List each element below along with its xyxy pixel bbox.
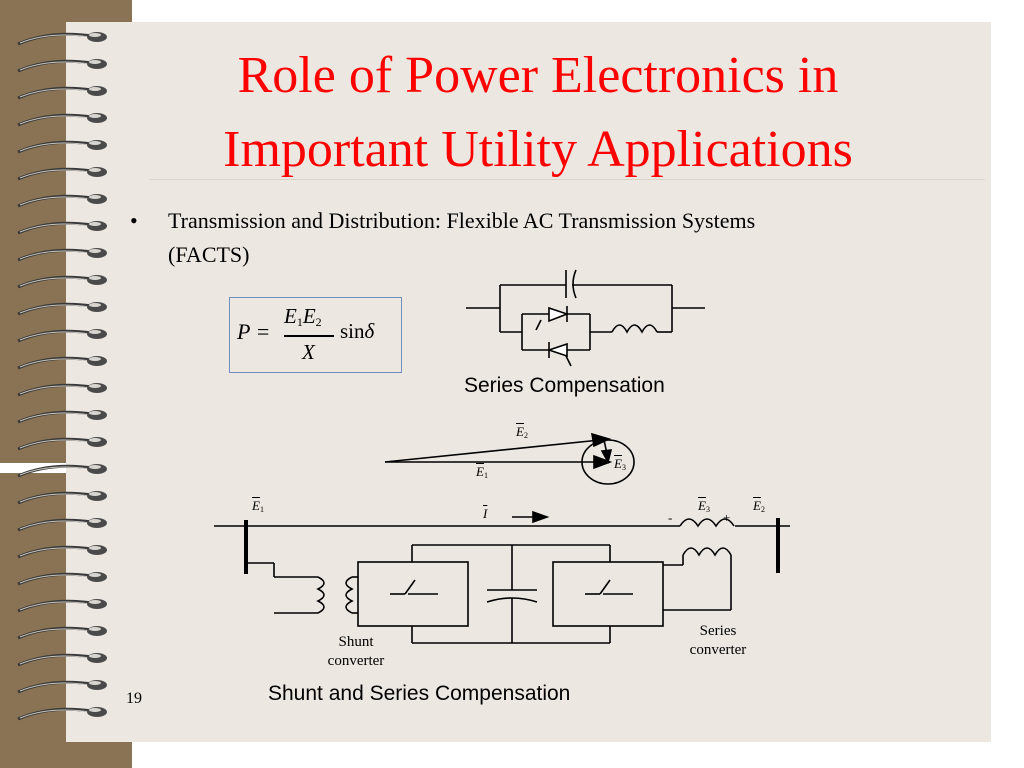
spiral-ring — [17, 383, 107, 397]
spiral-ring — [17, 59, 107, 73]
spiral-ring — [17, 86, 107, 100]
spiral-ring — [17, 653, 107, 667]
formula-fraction-bar — [284, 335, 334, 337]
power-formula-box: P = E1E2 X sinδ — [229, 297, 402, 373]
shunt-transformer-secondary — [345, 576, 354, 614]
formula-numerator: E1E2 — [284, 304, 322, 329]
bullet-marker: • — [130, 208, 138, 233]
spiral-ring — [17, 302, 107, 316]
thyristor-1 — [548, 306, 570, 323]
minus-sign: - — [668, 510, 673, 525]
phasor-diagram — [384, 432, 635, 485]
shunt-transformer-primary — [316, 576, 325, 614]
spiral-ring — [17, 437, 107, 451]
spiral-ring — [17, 275, 107, 289]
slide-title-line-2: Important Utility Applications — [223, 121, 853, 178]
spiral-ring — [17, 248, 107, 262]
phasor-e1-label: E1 — [476, 464, 488, 480]
spiral-ring — [17, 221, 107, 235]
spiral-ring — [17, 680, 107, 694]
spiral-ring — [17, 140, 107, 154]
formula-trig: sinδ — [340, 319, 375, 343]
spiral-ring — [17, 599, 107, 613]
spiral-ring — [17, 410, 107, 424]
series-e3-label: E3 — [698, 498, 710, 514]
spiral-ring — [17, 167, 107, 181]
series-compensation-circuit — [466, 269, 705, 367]
slide-title-line-1: Role of Power Electronics in — [237, 47, 839, 104]
spiral-ring — [17, 329, 107, 343]
spiral-binding — [17, 32, 107, 721]
spiral-ring — [17, 491, 107, 505]
upfc-circuit — [214, 510, 790, 644]
spiral-ring — [17, 572, 107, 586]
phasor-e2-label: E2 — [516, 424, 528, 440]
spiral-ring — [17, 545, 107, 559]
formula-denominator: X — [302, 340, 315, 364]
shunt-converter-box — [357, 561, 469, 627]
spiral-ring — [17, 518, 107, 532]
capacitor-plate-right — [572, 269, 577, 299]
bullet-text-line-2: (FACTS) — [168, 242, 250, 267]
series-transformer-primary — [679, 518, 735, 528]
spiral-ring — [17, 356, 107, 370]
series-compensation-caption: Series Compensation — [464, 374, 665, 397]
spiral-ring — [17, 32, 107, 46]
inductor — [611, 324, 658, 334]
thyristor-2 — [546, 342, 568, 358]
plus-sign: + — [723, 510, 731, 525]
phasor-e3-label: E3 — [614, 456, 626, 472]
spiral-ring — [17, 464, 107, 478]
bus-e2-label: E2 — [753, 498, 765, 514]
slide-page — [66, 22, 991, 742]
spiral-ring — [17, 626, 107, 640]
series-converter-box — [552, 561, 664, 627]
slide-number: 19 — [126, 690, 142, 707]
bus-e1-label: E1 — [252, 498, 264, 514]
bullet-text-line-1: Transmission and Distribution: Flexible … — [168, 208, 756, 233]
spiral-ring — [17, 113, 107, 127]
shunt-series-compensation-caption: Shunt and Series Compensation — [268, 682, 571, 705]
spiral-ring — [17, 707, 107, 721]
title-divider — [150, 179, 985, 180]
series-transformer-secondary — [682, 547, 732, 557]
spine-gap — [0, 463, 70, 473]
spiral-ring — [17, 194, 107, 208]
formula-lhs: P = — [237, 319, 271, 344]
current-i-label: I — [483, 506, 488, 521]
